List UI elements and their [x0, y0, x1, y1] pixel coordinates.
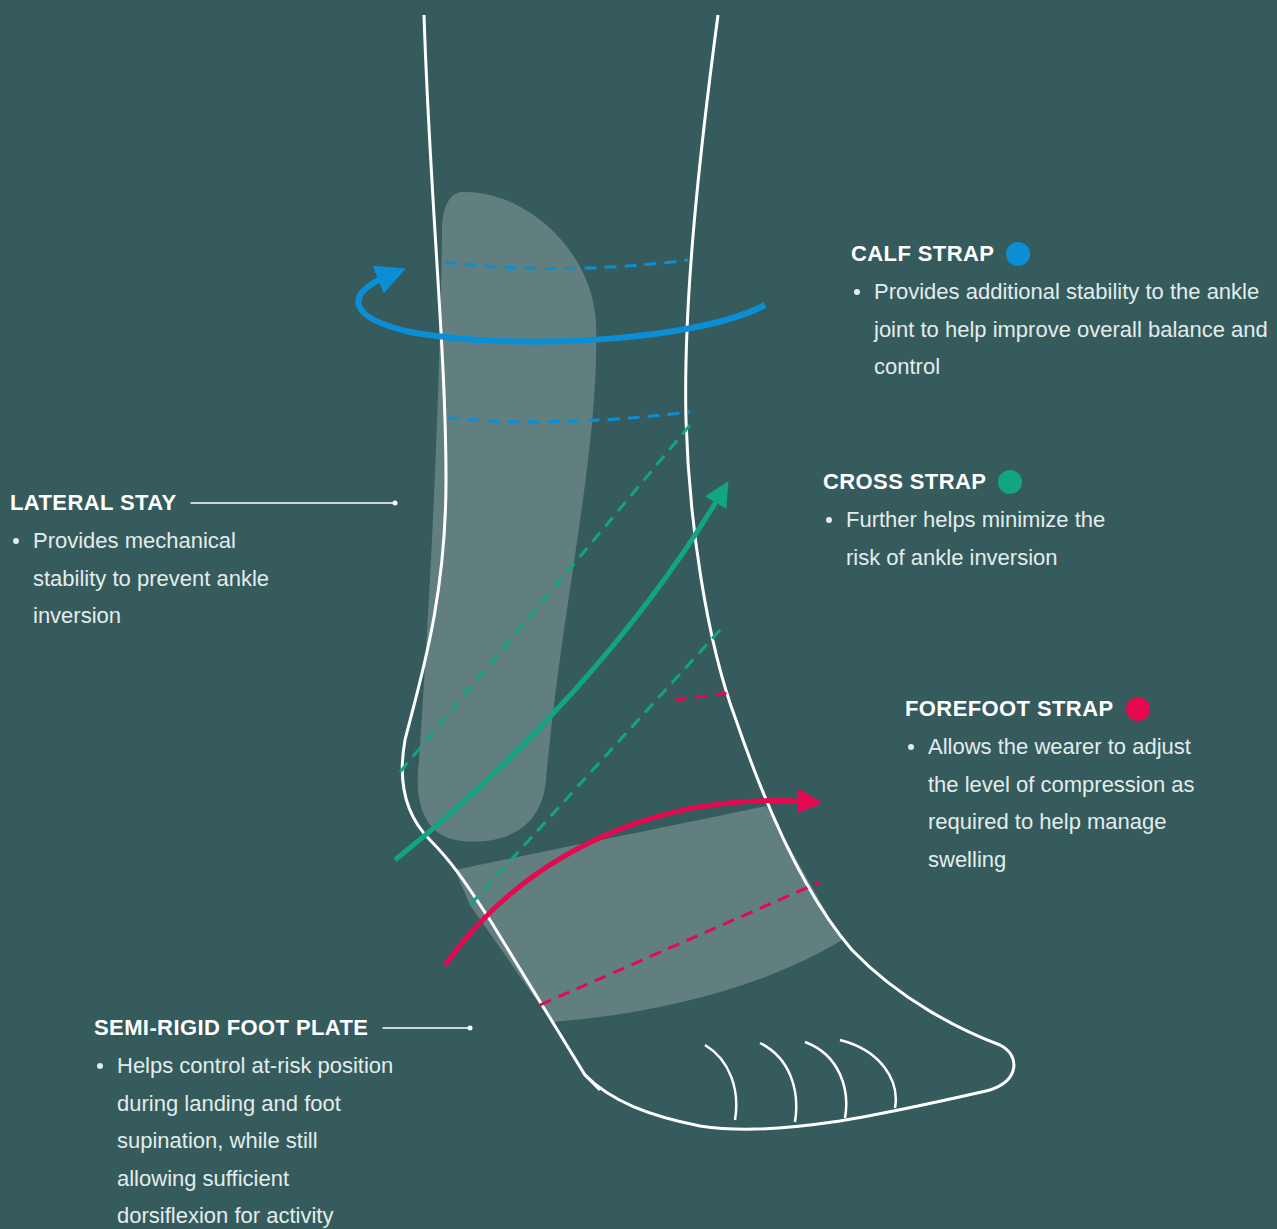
leader-dot	[468, 1026, 473, 1031]
callout-description: Provides additional stability to the ank…	[851, 273, 1273, 386]
bullet-point	[97, 1063, 103, 1069]
callout-heading: FOREFOOT STRAP	[905, 695, 1114, 723]
color-dot	[1126, 697, 1150, 721]
callout-heading: LATERAL STAY	[10, 489, 177, 517]
callout: FOREFOOT STRAP Allows the wearer to adjus…	[905, 695, 1205, 878]
leader-line	[191, 502, 395, 504]
callout-description: Further helps minimize the risk of ankle…	[823, 501, 1143, 576]
leader-line	[382, 1027, 470, 1029]
toe-lines	[705, 1040, 896, 1122]
callout: SEMI-RIGID FOOT PLATE Helps control at-ri…	[94, 1014, 394, 1229]
callout-description: Provides mechanical stability to prevent…	[10, 522, 272, 635]
callout-heading-row: LATERAL STAY	[10, 489, 272, 517]
callout-description: Helps control at-risk position during la…	[94, 1047, 394, 1229]
leg-outline	[402, 15, 1014, 1129]
color-dot	[998, 470, 1022, 494]
callout-heading: CALF STRAP	[851, 240, 994, 268]
callout-heading-row: CALF STRAP	[851, 240, 1273, 268]
cross-strap-arrow	[395, 492, 722, 860]
callout-heading: SEMI-RIGID FOOT PLATE	[94, 1014, 368, 1042]
callout-heading-row: FOREFOOT STRAP	[905, 695, 1205, 723]
bullet-point	[854, 289, 860, 295]
cross-strap-dash	[400, 425, 720, 905]
color-dot	[1006, 242, 1030, 266]
callout-heading-row: CROSS STRAP	[823, 468, 1143, 496]
bullet-point	[908, 744, 914, 750]
bullet-point	[826, 517, 832, 523]
callout-heading: CROSS STRAP	[823, 468, 986, 496]
bullet-point	[13, 538, 19, 544]
calf-strap-arrow	[358, 274, 765, 342]
callout: LATERAL STAY Provides mechanical stabilit…	[10, 489, 272, 635]
callout-heading-row: SEMI-RIGID FOOT PLATE	[94, 1014, 394, 1042]
callout: CALF STRAP Provides additional stability …	[851, 240, 1273, 386]
callout-description: Allows the wearer to adjust the level of…	[905, 728, 1205, 878]
leader-dot	[393, 501, 398, 506]
callout: CROSS STRAP Further helps minimize the ri…	[823, 468, 1143, 576]
forefoot-strap-arrow	[445, 801, 810, 965]
